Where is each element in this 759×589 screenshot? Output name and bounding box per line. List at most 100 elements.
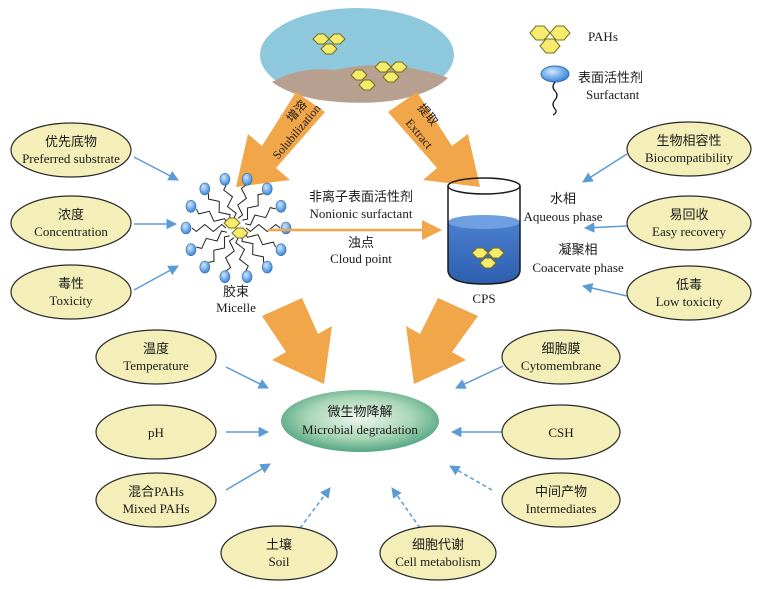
legend-surfactant-zh: 表面活性剂 [578,70,643,85]
left-factor-oval: 优先底物 Preferred substrate [10,122,132,178]
aqueous-zh-label: 水相 [550,191,576,206]
degradation-factor-oval: pH [95,404,217,460]
oval-en-label: CSH [548,425,573,440]
cloud-point-en-label: Cloud point [330,251,392,266]
legend-pahs-label: PAHs [588,29,618,44]
aqueous-en-label: Aqueous phase [523,209,602,224]
surfactant-tail [207,193,231,221]
oval-en-label: Cytomembrane [521,358,601,373]
micelle-zh-label: 胶束 [223,284,249,299]
surfactant-head-icon [275,200,287,213]
oval-en-label: Cell metabolism [395,554,481,569]
surfactant-head-icon [275,243,287,256]
surfactant-head-icon [185,200,197,213]
oval-en-label: Easy recovery [652,224,726,239]
oval-zh-label: 毒性 [58,276,84,291]
microbial-degradation-node: 微生物降解 Microbial degradation [281,390,439,452]
surfactant-tail [191,223,227,233]
surfactant-tail [196,230,228,249]
nonionic-zh-label: 非离子表面活性剂 [309,189,413,204]
surfactant-tail [237,184,248,219]
pah-legend-icon [529,25,571,54]
surfactant-head-icon [219,270,231,284]
coacervate-zh-label: 凝聚相 [558,242,597,257]
surfactant-head-icon [261,260,273,274]
blue-arrows [133,153,628,529]
oval-zh-label: 细胞代谢 [412,537,464,552]
surfactant-head-icon [199,260,211,274]
oval-zh-label: 细胞膜 [541,341,580,356]
oval-shape [220,525,338,581]
cloud-point-zh-label: 浊点 [348,235,374,250]
pah-molecule-icon [471,247,505,269]
surfactant-tail [235,237,249,272]
oval-shape [95,472,217,528]
surfactant-head-icon [241,173,253,186]
surfactant-tail [208,235,230,263]
oval-en-label: Preferred substrate [22,151,120,166]
micelle-en-label: Micelle [216,300,256,315]
surfactant-tail [245,223,281,233]
legend-surfactant-en: Surfactant [586,87,640,102]
oval-shape [10,122,132,178]
oval-shape [501,329,621,385]
degradation-factor-oval: 细胞膜 Cytomembrane [501,329,621,385]
nonionic-en-label: Nonionic surfactant [310,206,413,221]
surfactant-tail [244,207,276,226]
pah-molecule-icon [312,33,346,55]
oval-shape [10,264,132,320]
surfactant-head-icon [185,243,197,256]
oval-zh-label: 中间产物 [535,484,587,499]
cps-beaker [447,177,521,285]
oval-shape [626,265,752,321]
oval-shape [501,404,621,460]
oval-en-label: Mixed PAHs [122,501,189,516]
oval-en-label: Soil [269,554,290,569]
center-zh-label: 微生物降解 [327,404,392,419]
surfactant-tail [195,208,228,224]
cps-label: CPS [472,291,495,306]
solubilization-arrow: 增溶 Solubilization [236,92,325,187]
legend: PAHs 表面活性剂 Surfactant [529,25,643,116]
oval-shape [95,404,217,460]
surfactant-tail [244,232,277,248]
surfactant-tail [242,193,264,221]
oval-en-label: Temperature [123,358,189,373]
surfactant-head-icon [280,221,292,235]
oval-shape [626,195,752,251]
degradation-factor-oval: CSH [501,404,621,460]
surfactant-tail [224,237,235,272]
right-factor-oval: 易回收 Easy recovery [626,195,752,251]
micelle-to-degradation-arrow [262,298,332,384]
surfactant-head-icon [219,173,231,186]
pah-molecule-icon [374,61,408,83]
pah-molecule-icon [223,217,249,239]
oval-zh-label: 生物相容性 [656,133,721,148]
pah-molecule-icon [350,69,376,91]
coacervate-en-label: Coacervate phase [532,260,624,275]
degradation-factor-oval: 土壤 Soil [220,525,338,581]
micelle-graphic [180,173,292,284]
degradation-factor-oval: 细胞代谢 Cell metabolism [379,525,497,581]
oval-shape [10,195,132,251]
surfactant-head-icon [199,182,211,196]
oval-zh-label: 易回收 [669,207,708,222]
oval-en-label: Low toxicity [656,294,723,309]
oval-zh-label: 土壤 [266,537,292,552]
surfactant-legend-icon [540,65,570,116]
surfactant-head-icon [261,182,273,196]
oval-en-label: pH [148,425,164,440]
oval-zh-label: 温度 [143,341,169,356]
center-en-label: Microbial degradation [302,422,418,437]
oval-shape [626,121,752,177]
oval-zh-label: 优先底物 [45,134,97,149]
